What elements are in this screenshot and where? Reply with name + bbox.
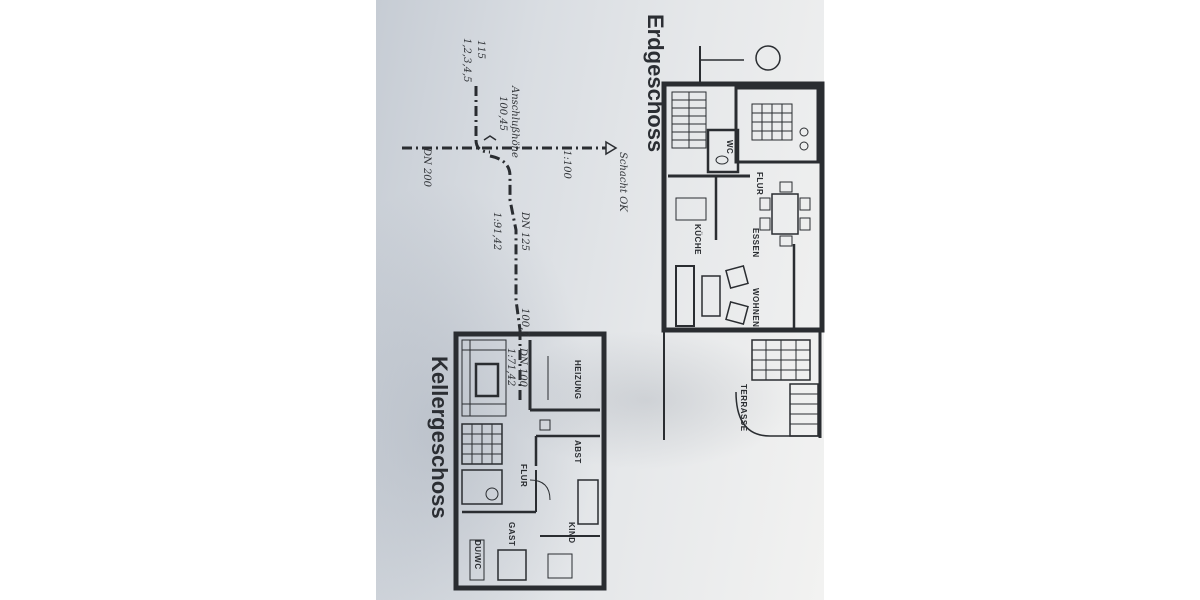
ground-floor-stairs [671,91,707,149]
connection-marker-icon [483,135,497,141]
room-label-wc: WC [725,140,734,155]
note-dn100: DN 100 [517,348,528,388]
room-label-essen: ESSEN [751,228,760,258]
terrace-steps [789,383,819,437]
note-anschluss-level: 100,45 [497,96,508,131]
branch-line-down [489,154,522,331]
basement-plan [453,331,607,591]
bed [577,479,599,525]
note-slope-branch: 1:91,42 [491,212,502,251]
room-label-terrasse: TERRASSE [739,384,748,432]
manhole-marker-icon [605,140,618,156]
ground-floor-outer-wall [661,81,825,333]
note-slope-basement: 1:71,42 [505,348,516,387]
drainage-lines [402,86,606,400]
bed-guest [469,539,485,581]
basement-outer-wall [453,331,607,591]
room-label-wohnen: WOHNEN [751,288,760,328]
armchair [725,265,749,289]
note-slope-main: 1:100 [561,150,572,179]
note-level-basement: 100,7 [519,308,530,337]
note-schacht: Schacht OK [617,152,628,212]
sofa [675,265,695,327]
room-label-dusche: DU/WC [473,540,482,570]
wardrobe-basement [547,553,573,579]
ground-floor-plan [661,45,825,440]
wardrobe [675,197,707,221]
room-label-heizung: HEIZUNG [573,360,582,400]
room-label-kueche: KÜCHE [693,224,702,255]
room-label-flur-basement: FLUR [519,464,528,488]
tree-symbol [755,45,781,71]
wc-room [706,128,740,174]
room-label-kind: KIND [567,522,576,544]
door-swing [529,479,551,501]
dining-table [771,193,799,235]
kitchen-room [734,86,820,164]
floor-plan-photo [376,0,824,600]
room-label-gast: GAST [507,522,516,547]
room-label-flur: FLUR [755,172,764,196]
terrace-edge [735,391,820,437]
note-anschluss: Anschlußhöhe [509,86,520,158]
note-dn125: DN 125 [519,212,530,252]
note-levels-mid: 1,2,3,4,5 [461,38,472,83]
branch-curve [474,139,491,154]
ground-floor-title: Erdgeschoss [643,14,668,153]
desk [497,549,527,581]
coffee-table [701,275,721,317]
room-label-abst: ABST [573,440,582,464]
basement-title: Kellergeschoss [427,356,452,519]
note-levels-top: 115 [475,40,486,60]
armchair [725,301,749,325]
note-dn200: DN 200 [421,148,432,188]
basement-stairs [461,339,507,417]
